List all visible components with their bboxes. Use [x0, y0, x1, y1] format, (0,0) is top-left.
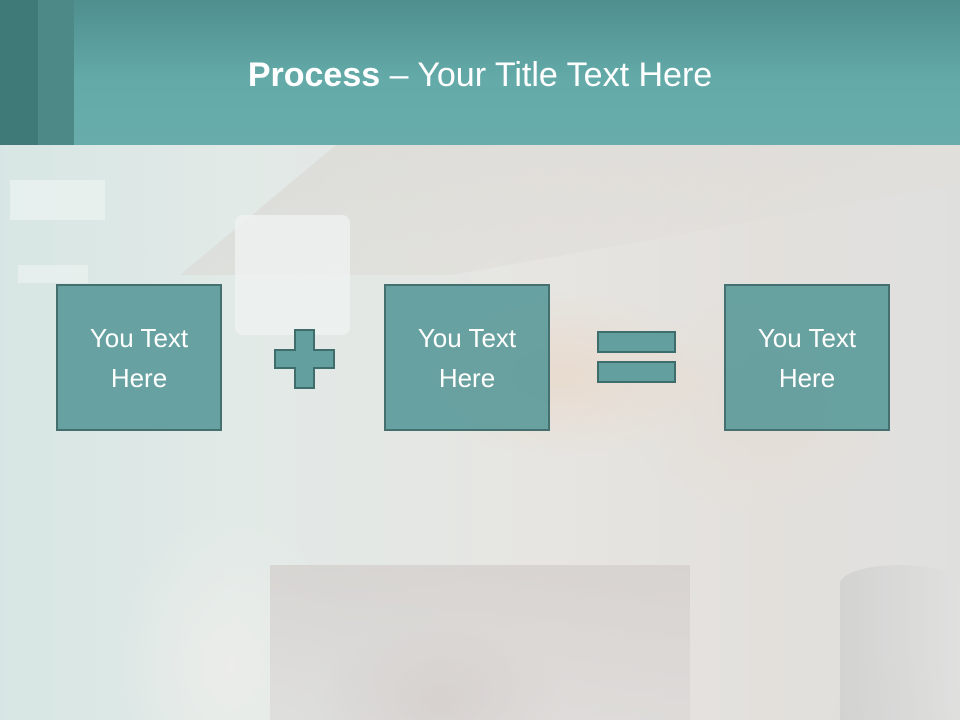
cooking-pot [840, 565, 960, 720]
photo-overlay [0, 145, 960, 720]
corner-accent-dark [0, 0, 38, 145]
title-bold: Process [247, 56, 381, 94]
kitchen-counter [270, 565, 690, 720]
ceiling-light [10, 180, 105, 220]
plus-icon [274, 329, 335, 389]
equals-icon [597, 331, 676, 383]
process-box-3[interactable]: You Text Here [724, 284, 890, 431]
process-box-1[interactable]: You Text Here [56, 284, 222, 431]
background-kitchen-photo [0, 145, 960, 720]
chef-hat [235, 215, 350, 335]
process-box-2[interactable]: You Text Here [384, 284, 550, 431]
slide-title[interactable]: Process – Your Title Text Here [0, 52, 960, 98]
process-box-text: You Text Here [757, 322, 857, 393]
ceiling-light [18, 265, 88, 283]
title-rest: – Your Title Text Here [380, 56, 713, 94]
process-box-text: You Text Here [417, 322, 517, 393]
title-banner: Process – Your Title Text Here [0, 0, 960, 145]
corner-accent-mid [38, 0, 74, 145]
process-box-text: You Text Here [89, 322, 189, 393]
